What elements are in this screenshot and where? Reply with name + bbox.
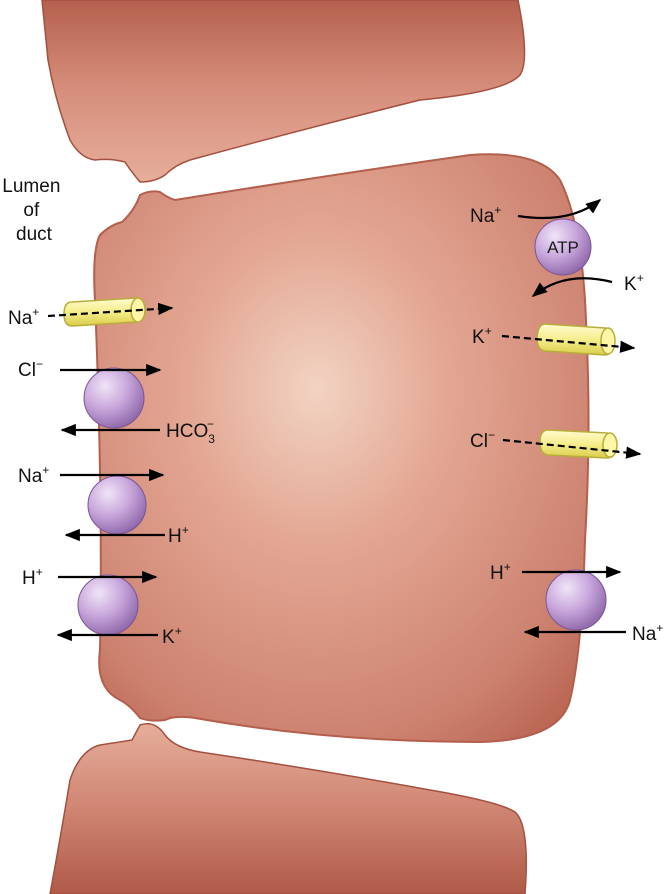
k-influx-pump-arrow xyxy=(531,277,613,297)
k-efflux-channel-arrow xyxy=(501,334,636,353)
upper-neighbor-cell xyxy=(41,0,526,183)
apical-cl-hco3-exchanger xyxy=(83,367,145,429)
cl-efflux-channel-arrow xyxy=(502,438,642,459)
lumen-label: Lumen of duct xyxy=(2,176,65,245)
exchanger3-h-label: H+ xyxy=(22,565,43,589)
na-influx-arrow xyxy=(47,302,174,318)
apical-h-k-exchanger xyxy=(77,574,139,636)
pump-na-label: Na+ xyxy=(470,203,501,227)
basolateral-exchanger-h-label: H+ xyxy=(490,560,511,584)
channel-opening xyxy=(600,327,616,355)
duct-cell-body xyxy=(93,153,590,744)
basolateral-cl-channel-label: Cl− xyxy=(470,428,495,452)
exchanger1-cl-label: Cl− xyxy=(18,357,43,381)
pump-k-label: K+ xyxy=(624,271,644,295)
atp-label: ATP xyxy=(547,238,579,257)
na-k-atpase-pump xyxy=(534,218,592,276)
exchanger1-hco3-label: HCO3− xyxy=(166,417,215,446)
exchanger2-na-label: Na+ xyxy=(18,463,49,487)
exchanger3-k-label: K+ xyxy=(162,624,182,648)
basolateral-exchanger-na-label: Na+ xyxy=(632,621,663,645)
basolateral-h-na-exchanger xyxy=(545,569,607,631)
lower-neighbor-cell xyxy=(49,723,527,894)
na-efflux-pump-arrow xyxy=(517,199,602,220)
apical-channel-na-label: Na+ xyxy=(8,305,39,329)
exchanger2-h-label: H+ xyxy=(168,523,189,547)
basolateral-k-channel-label: K+ xyxy=(472,324,492,348)
basolateral-chloride-channel xyxy=(539,429,618,459)
channel-opening xyxy=(602,432,618,458)
apical-na-h-exchanger xyxy=(87,475,147,535)
basolateral-potassium-channel xyxy=(536,323,616,356)
